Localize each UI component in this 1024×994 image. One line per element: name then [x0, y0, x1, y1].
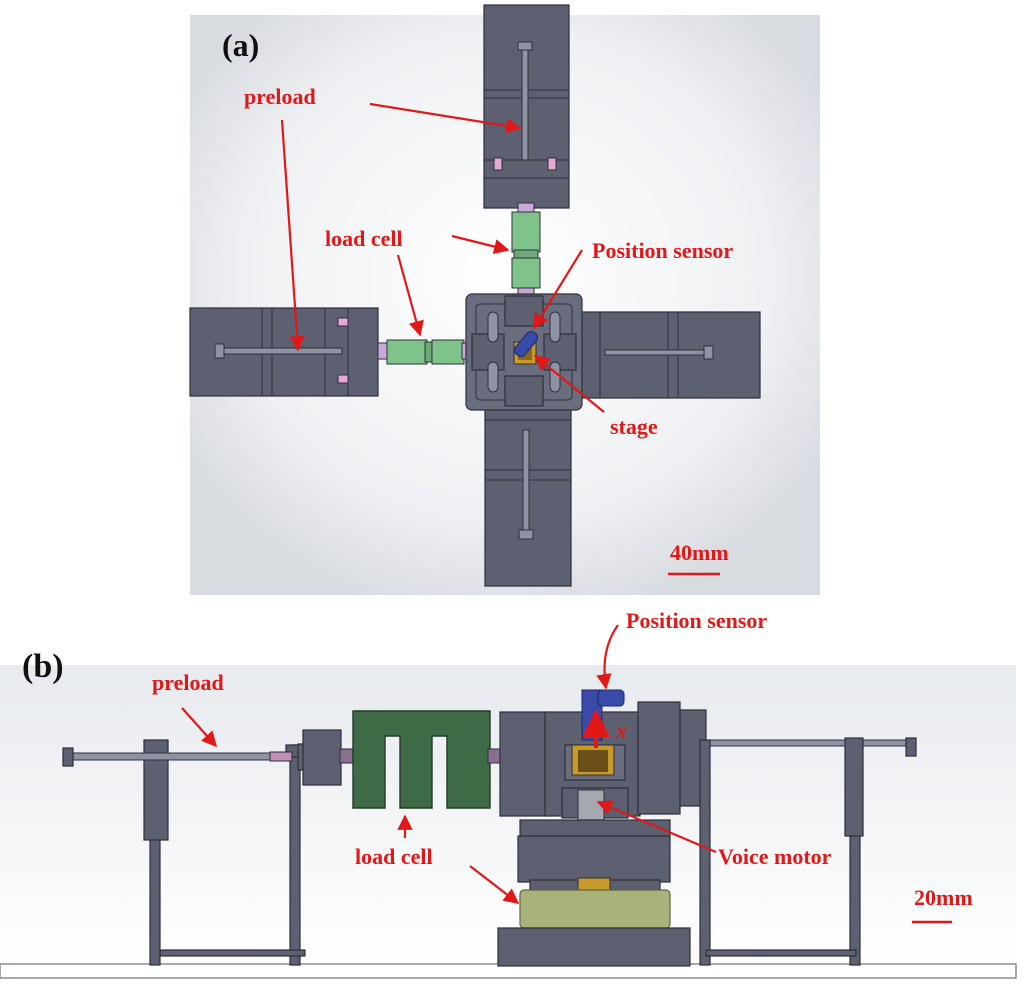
base-block	[497, 927, 691, 967]
voice-motor-arrow	[596, 800, 717, 854]
stage-arrow	[533, 355, 605, 413]
position-sensor-arrow-a	[533, 249, 583, 330]
panel-a: (a) preload load cell Position sensor st…	[189, 4, 820, 595]
right-preload-actuator	[577, 311, 761, 399]
load-cell-label-a: load cell	[325, 226, 403, 251]
scale-bar-label-a: 40mm	[670, 540, 729, 565]
load-cell-arrow-b-base	[469, 865, 520, 904]
left-preload-actuator	[189, 307, 379, 397]
voice-motor-label: Voice motor	[718, 844, 832, 869]
load-cell-arrow-left	[396, 254, 424, 337]
load-cell-label-b: load cell	[355, 844, 433, 869]
bottom-preload-actuator	[484, 399, 572, 587]
top-load-cell	[511, 211, 541, 253]
right-stand	[699, 737, 917, 966]
preload-label-a: preload	[244, 84, 316, 109]
top-preload-actuator	[483, 4, 570, 209]
position-sensor-label-a: Position sensor	[592, 238, 733, 263]
central-stage-assembly	[465, 293, 583, 411]
load-cell-b	[352, 710, 491, 809]
preload-arrow-b	[181, 707, 218, 748]
stage-label: stage	[610, 414, 658, 439]
preload-arrow-left	[280, 119, 305, 352]
load-cell-arrow-top	[451, 234, 510, 255]
x-axis-label: x	[615, 718, 627, 743]
panel-b-label: (b)	[22, 648, 64, 685]
preload-arrow-top	[369, 102, 522, 134]
left-load-cell	[386, 339, 428, 365]
scale-bar-label-b: 20mm	[914, 885, 973, 910]
position-sensor-label-b: Position sensor	[626, 608, 767, 633]
preload-label-b: preload	[152, 670, 224, 695]
base-load-cell	[519, 889, 671, 929]
position-sensor-arrow-b	[596, 624, 619, 690]
position-sensor-a	[513, 330, 539, 358]
panel-b: (b) Position sensor preload load cell Vo…	[0, 608, 1017, 979]
left-preload-rod	[69, 752, 281, 761]
panel-a-label: (a)	[222, 27, 259, 63]
voice-motor-body	[517, 835, 671, 883]
